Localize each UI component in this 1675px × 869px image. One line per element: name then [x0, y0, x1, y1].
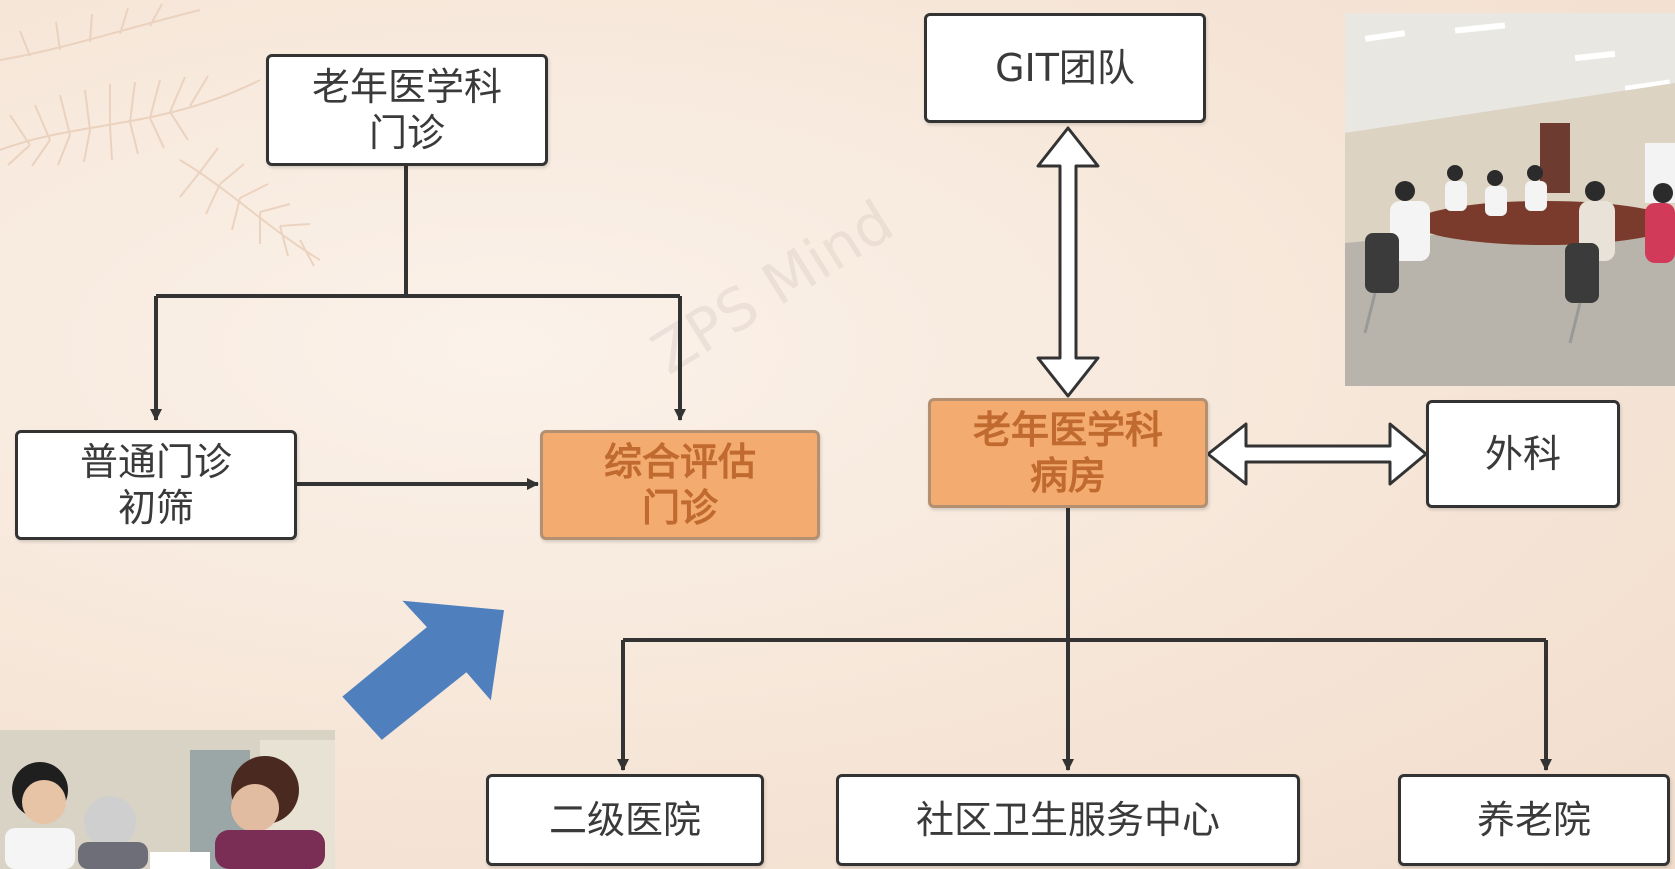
cga-outpatient-label: 综合评估 门诊: [603, 439, 756, 530]
git-team-box: GIT团队: [924, 13, 1206, 123]
nursing-home-label: 养老院: [1476, 797, 1591, 842]
meeting-room-photo: [1345, 13, 1675, 386]
general-outpatient-box: 普通门诊 初筛: [15, 430, 297, 540]
geriatric-ward-box: 老年医学科 病房: [928, 398, 1208, 508]
pine-branch-decoration: [0, 3, 321, 267]
community-center-label: 社区卫生服务中心: [915, 797, 1220, 842]
double-arrow-horizontal: [1206, 422, 1428, 486]
geriatric-outpatient-box: 老年医学科 门诊: [266, 54, 548, 166]
blue-arrow-icon: [342, 600, 504, 740]
git-team-label: GIT团队: [995, 45, 1135, 90]
geriatric-outpatient-label: 老年医学科 门诊: [311, 64, 502, 155]
surgery-label: 外科: [1484, 431, 1561, 476]
surgery-box: 外科: [1426, 400, 1620, 508]
community-center-box: 社区卫生服务中心: [836, 774, 1300, 866]
general-outpatient-label: 普通门诊 初筛: [79, 439, 232, 530]
nursing-home-box: 养老院: [1398, 774, 1670, 866]
secondary-hospital-label: 二级医院: [548, 797, 701, 842]
geriatric-ward-label: 老年医学科 病房: [972, 407, 1163, 498]
consultation-photo: [0, 730, 335, 869]
cga-outpatient-box: 综合评估 门诊: [540, 430, 820, 540]
double-arrow-vertical: [1036, 126, 1100, 398]
secondary-hospital-box: 二级医院: [486, 774, 764, 866]
